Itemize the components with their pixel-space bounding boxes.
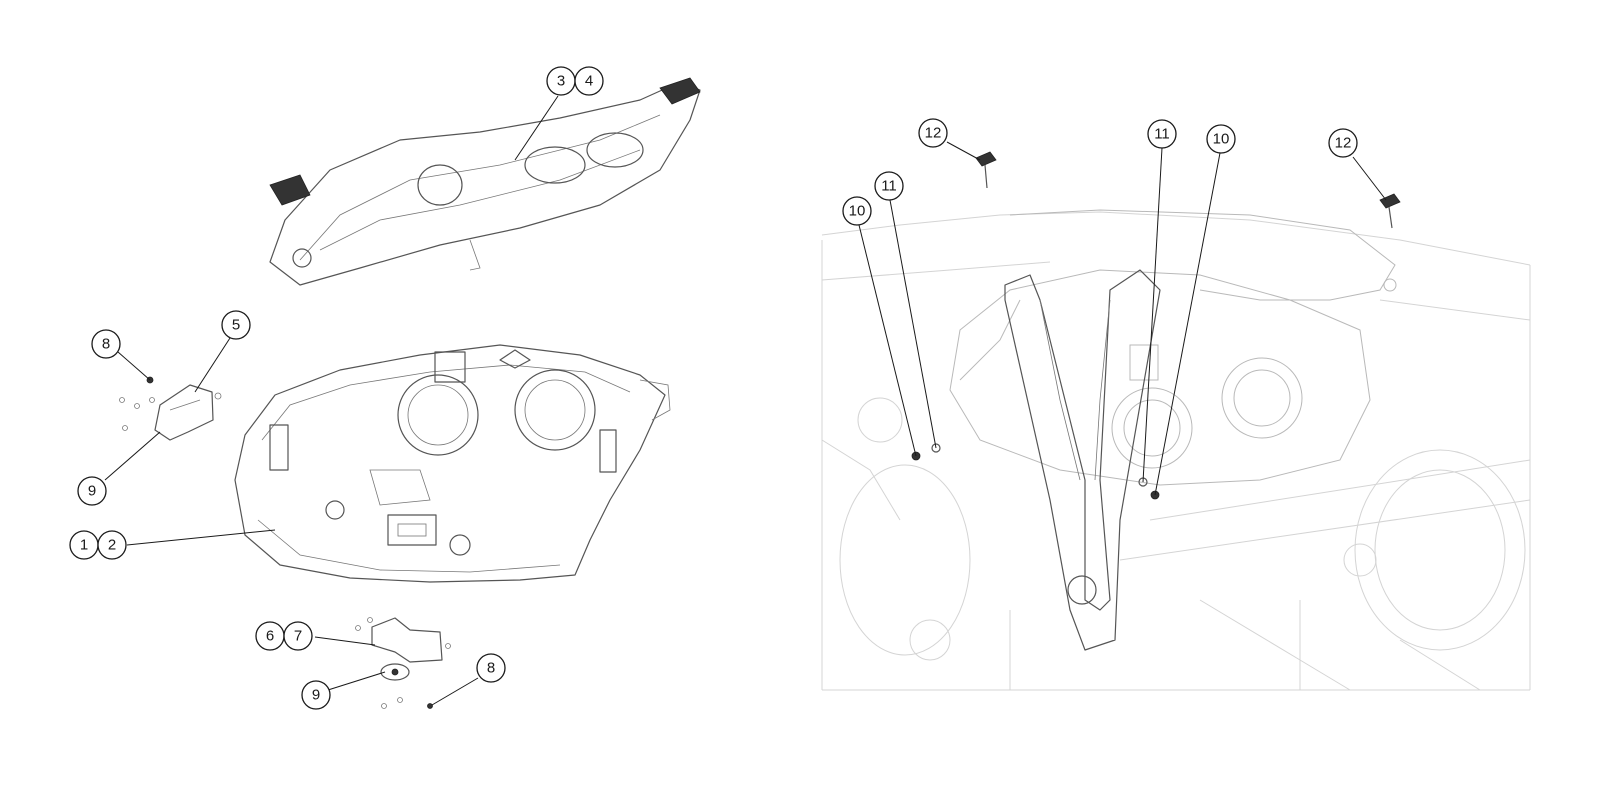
callout-3-label: 3 <box>557 73 565 90</box>
leader-11b <box>889 199 937 449</box>
washer-11-left <box>931 443 941 453</box>
callout-8b: 8 <box>476 653 506 683</box>
callout-12a: 12 <box>918 118 948 148</box>
callout-12a-label: 12 <box>925 125 942 142</box>
callout-8a: 8 <box>91 329 121 359</box>
leader-10b <box>858 224 917 457</box>
callout-11a: 11 <box>1147 119 1177 149</box>
leader-10a <box>1154 152 1221 496</box>
callout-4: 4 <box>574 66 604 96</box>
leader-6-7 <box>314 636 376 646</box>
callout-6-label: 6 <box>266 628 274 645</box>
callout-10b-label: 10 <box>849 203 866 220</box>
bracket-lower <box>355 617 451 709</box>
headlamp-rear-housing <box>269 77 701 286</box>
screw-12-left <box>975 151 997 189</box>
leader-9b <box>327 671 386 691</box>
support-bracket <box>1004 269 1161 651</box>
callout-2-label: 2 <box>108 537 116 554</box>
leader-3-4 <box>514 95 559 161</box>
leader-11a <box>1142 147 1163 483</box>
headlamp-main-assembly <box>234 344 671 583</box>
leader-12b <box>1352 156 1387 201</box>
left-exploded-view: 3 4 5 8 9 1 2 6 7 9 8 <box>69 66 701 710</box>
callout-10a-label: 10 <box>1213 131 1230 148</box>
callout-9b: 9 <box>301 680 331 710</box>
callout-10b: 10 <box>842 196 872 226</box>
callout-10a: 10 <box>1206 124 1236 154</box>
callout-5-label: 5 <box>232 317 240 334</box>
callout-7: 7 <box>283 621 313 651</box>
callout-7-label: 7 <box>294 628 302 645</box>
callout-5: 5 <box>221 310 251 340</box>
callout-11b-label: 11 <box>881 178 897 195</box>
leader-8b <box>431 677 479 706</box>
callout-11a-label: 11 <box>1154 126 1170 143</box>
callout-9b-label: 9 <box>312 687 320 704</box>
callout-9a: 9 <box>77 476 107 506</box>
callout-2: 2 <box>97 530 127 560</box>
callout-1: 1 <box>69 530 99 560</box>
headlamp-installed <box>949 209 1397 486</box>
leader-1-2 <box>126 529 276 546</box>
callout-8a-label: 8 <box>102 336 110 353</box>
screw-12-right <box>1379 193 1401 229</box>
callout-9a-label: 9 <box>88 483 96 500</box>
right-installed-view: 12 11 10 12 11 10 <box>821 118 1531 691</box>
callout-8b-label: 8 <box>487 660 495 677</box>
callout-4-label: 4 <box>585 73 593 90</box>
callout-3: 3 <box>546 66 576 96</box>
callout-12b: 12 <box>1328 128 1358 158</box>
leader-5 <box>194 337 231 393</box>
vehicle-body-ghost <box>821 211 1531 691</box>
callout-1-label: 1 <box>80 537 88 554</box>
callout-6: 6 <box>255 621 285 651</box>
bracket-upper <box>119 376 222 441</box>
callout-12b-label: 12 <box>1335 135 1352 152</box>
leader-9a <box>104 431 161 481</box>
leader-12a <box>946 141 981 161</box>
callout-11b: 11 <box>874 171 904 201</box>
leader-8a <box>117 351 151 381</box>
